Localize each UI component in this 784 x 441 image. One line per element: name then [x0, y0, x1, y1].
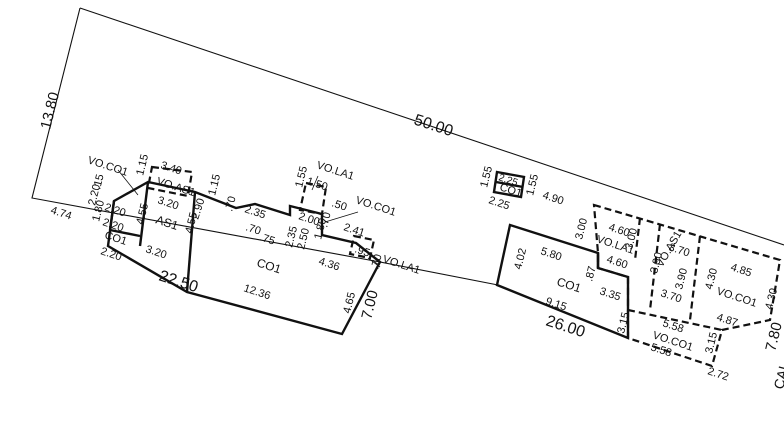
- dim: 4.60: [605, 253, 629, 271]
- dim: 2.20: [99, 245, 123, 263]
- dim: 4.87: [715, 311, 739, 329]
- dim: 1.50: [305, 175, 329, 193]
- dim: 3.90: [673, 267, 690, 291]
- room-label: CO1: [555, 275, 583, 296]
- dim: 4.55: [134, 202, 151, 226]
- dashed-outline-small: [348, 234, 376, 260]
- dashed-outline-right-block: [592, 203, 782, 368]
- dim: 1.15: [134, 153, 151, 177]
- lot-boundary-line: [79, 7, 784, 246]
- dim: 2.20: [86, 183, 103, 207]
- wall-line: [185, 191, 197, 293]
- dim: .50: [330, 197, 348, 213]
- dim: 5.80: [539, 245, 563, 263]
- dim: 3.00: [623, 227, 640, 251]
- dim: 2.72: [706, 365, 730, 383]
- dim: 4.02: [512, 247, 529, 271]
- lot-rear-dim: 50.00: [412, 112, 455, 141]
- dim: 2.90: [189, 197, 207, 221]
- dim: 1.55: [524, 173, 541, 197]
- dim: 3.35: [598, 285, 622, 303]
- dim: .70: [318, 211, 333, 229]
- dim: 2.35: [283, 225, 300, 249]
- room-label: VO.CO1: [86, 154, 129, 178]
- room-label: CO1: [255, 256, 283, 277]
- dim: 3.15: [703, 331, 720, 355]
- dim: 1.55: [478, 165, 495, 189]
- dim: 4.30: [763, 287, 780, 311]
- dim: .15: [91, 173, 106, 191]
- leader-line: [367, 257, 381, 268]
- dim: 1.15: [206, 173, 223, 197]
- dim: 1.80: [90, 199, 107, 223]
- dim: 3.15: [615, 311, 632, 335]
- dashed-outline-vo-as1: [146, 165, 194, 198]
- leader-line: [311, 175, 319, 191]
- dim: 9.15: [544, 295, 568, 313]
- dim: 1.55: [293, 165, 310, 189]
- lot-right-side-dim: 7.80: [762, 321, 784, 353]
- dim: 3.00: [573, 217, 590, 241]
- dim: 3.90: [648, 251, 665, 275]
- wall-line: [138, 181, 150, 247]
- dim: .95: [353, 243, 371, 259]
- lot-front-left-dim: 22.50: [157, 268, 200, 297]
- dim: 4.65: [341, 291, 358, 315]
- wall-line: [109, 228, 141, 238]
- dim: 12.36: [242, 282, 272, 302]
- dim: 4.30: [703, 267, 720, 291]
- dim: 1.80: [312, 217, 329, 241]
- lot-front-right-dim: 26.00: [544, 313, 587, 342]
- dim: 3.20: [144, 243, 168, 261]
- dim: 3.20: [156, 194, 180, 212]
- wall-line: [495, 180, 524, 189]
- dim: .70: [369, 253, 384, 271]
- room-label: VO.LA1: [381, 253, 421, 276]
- dim: 2.50: [295, 227, 312, 251]
- lot-step-dim: 7.00: [358, 289, 382, 321]
- room-label: AS1: [154, 213, 180, 233]
- lot-left-side-dim: 13.80: [37, 90, 63, 131]
- lot-boundary-line: [31, 7, 499, 286]
- dashed-divider: [688, 235, 702, 321]
- dim: 4.74: [49, 204, 73, 222]
- street-label: CAL: [770, 360, 784, 391]
- dim: 4.90: [541, 189, 565, 207]
- dim: 4.36: [317, 255, 341, 273]
- leader-line: [117, 169, 139, 196]
- room-label: VO.CO1: [715, 285, 758, 309]
- dashed-divider: [633, 217, 642, 261]
- dim: 4.85: [729, 261, 753, 279]
- dashed-outline-vo-la1-top: [298, 181, 328, 216]
- dashed-divider: [627, 308, 723, 332]
- building-outline-small-co1: [492, 170, 526, 199]
- dashed-divider: [648, 223, 662, 311]
- dim: .70: [244, 221, 262, 237]
- room-label: VO.CO1: [354, 194, 397, 218]
- wall-line: [108, 200, 116, 231]
- leader-line: [324, 211, 359, 223]
- dim: .87: [583, 265, 598, 283]
- dim: 4.55: [183, 211, 200, 235]
- dim: 3.40: [159, 159, 183, 177]
- dim: .70: [223, 195, 238, 213]
- dim: 2.25: [487, 194, 511, 212]
- dim: .75: [258, 231, 276, 247]
